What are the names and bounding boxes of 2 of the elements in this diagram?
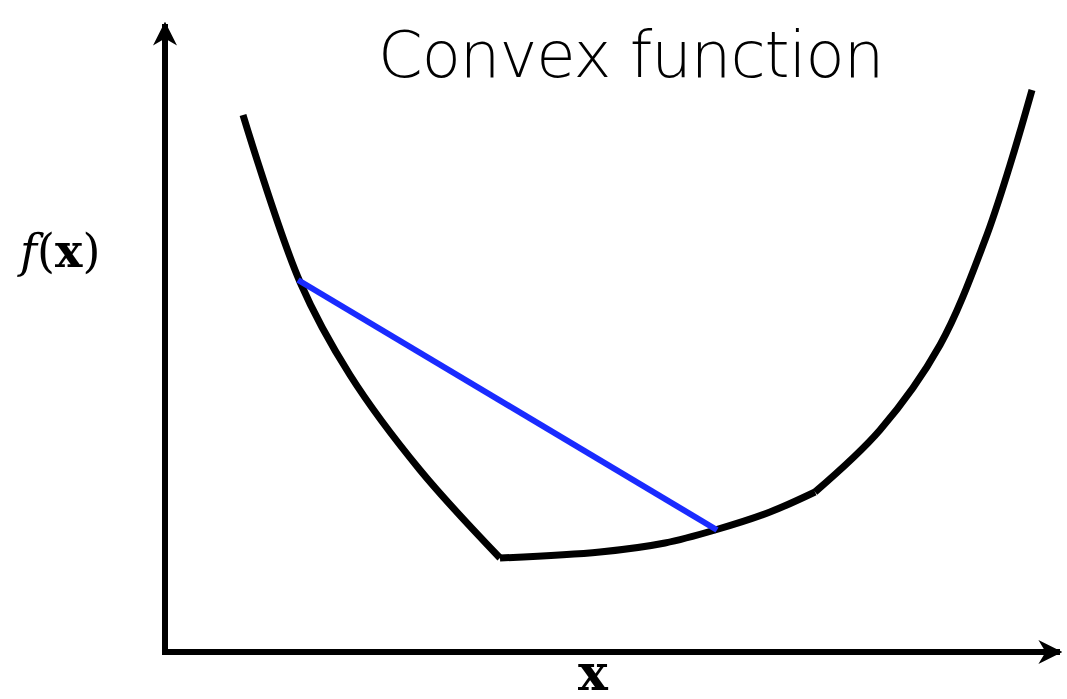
title: Convex function xyxy=(378,18,884,92)
x-axis-label: x xyxy=(578,648,608,698)
